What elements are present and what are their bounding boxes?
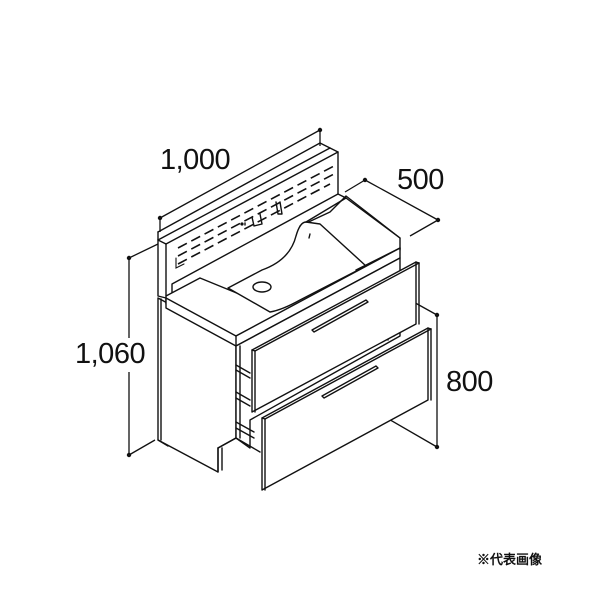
depth-dimension-label: 500 bbox=[397, 164, 444, 196]
toe-kick bbox=[217, 437, 237, 473]
counter-height-dimension-label: 800 bbox=[446, 366, 493, 398]
drain-icon bbox=[252, 281, 272, 293]
depth-dimension-line bbox=[344, 177, 441, 237]
upper-drawer-handle[interactable] bbox=[311, 299, 369, 333]
total-height-dimension-line bbox=[126, 243, 159, 458]
representative-image-note: ※代表画像 bbox=[477, 552, 543, 567]
lower-drawer[interactable] bbox=[261, 327, 432, 491]
lower-drawer-handle[interactable] bbox=[321, 365, 379, 399]
total-height-dimension-label: 1,060 bbox=[75, 338, 146, 370]
backsplash bbox=[157, 142, 339, 299]
backsplash-shelf-pattern bbox=[175, 165, 335, 269]
basin bbox=[227, 197, 401, 313]
upper-drawer[interactable] bbox=[251, 261, 420, 413]
width-dimension-label: 1,000 bbox=[160, 144, 231, 176]
faucet-icon bbox=[240, 201, 283, 227]
